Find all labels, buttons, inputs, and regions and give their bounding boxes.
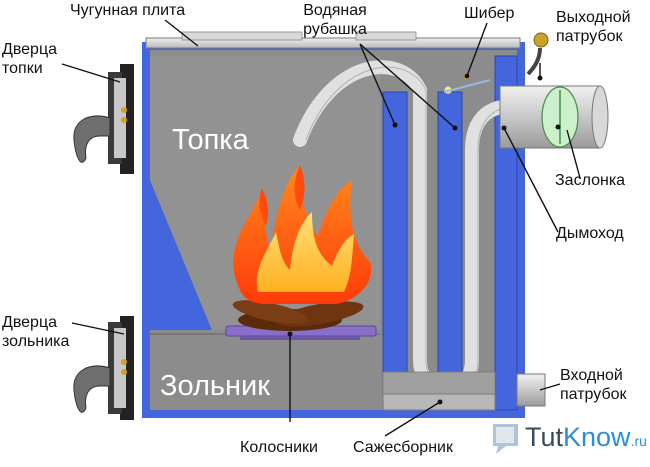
label-ash-door-line2: зольника bbox=[2, 333, 70, 350]
label-firebox: Топка bbox=[172, 124, 249, 156]
leader-lines bbox=[61, 19, 581, 437]
label-water-jacket: Водяная рубашка bbox=[280, 1, 390, 39]
label-ash-pit: Зольник bbox=[160, 370, 270, 402]
watermark: TutKnow.ru bbox=[487, 418, 647, 458]
watermark-logo bbox=[493, 424, 518, 454]
ash-door bbox=[73, 316, 134, 420]
watermark-part1: Tut bbox=[525, 422, 564, 452]
water-column-right bbox=[437, 91, 463, 393]
label-water-jacket-line1: Водяная bbox=[303, 2, 367, 19]
outlet-pipe bbox=[526, 32, 549, 76]
label-soot-collector: Сажесборник bbox=[353, 439, 453, 456]
label-firebox-door: Дверца топки bbox=[2, 40, 57, 78]
label-ash-door-line1: Дверца bbox=[2, 314, 58, 331]
label-inlet-pipe-line2: патрубок bbox=[560, 386, 627, 403]
label-water-jacket-line2: рубашка bbox=[303, 21, 367, 38]
label-outlet-pipe: Выходной патрубок bbox=[556, 8, 631, 46]
label-cast-iron-plate: Чугунная плита bbox=[70, 2, 186, 19]
label-damper-gate: Шибер bbox=[464, 5, 515, 22]
firebox-door bbox=[73, 64, 134, 174]
label-outlet-pipe-line2: патрубок bbox=[556, 28, 623, 45]
label-outlet-pipe-line1: Выходной bbox=[556, 9, 631, 26]
fire-flames bbox=[233, 165, 372, 304]
watermark-part2: Know bbox=[563, 422, 631, 452]
label-firebox-door-line2: топки bbox=[2, 60, 43, 77]
cast-iron-plate bbox=[145, 31, 521, 49]
watermark-part3: .ru bbox=[630, 433, 647, 449]
inlet-pipe bbox=[516, 373, 546, 407]
label-ash-door: Дверца зольника bbox=[2, 313, 69, 351]
firewood bbox=[232, 300, 364, 331]
label-valve: Заслонка bbox=[555, 172, 626, 189]
valve-disk bbox=[541, 86, 579, 148]
label-chimney: Дымоход bbox=[556, 225, 624, 242]
label-grates: Колосники bbox=[240, 439, 318, 456]
watermark-text: TutKnow.ru bbox=[525, 422, 647, 453]
label-firebox-door-line1: Дверца bbox=[2, 41, 58, 58]
label-inlet-pipe-line1: Входной bbox=[560, 367, 623, 384]
ash-pit-chamber bbox=[150, 334, 380, 410]
water-column-left bbox=[382, 91, 408, 393]
label-inlet-pipe: Входной патрубок bbox=[560, 366, 627, 404]
